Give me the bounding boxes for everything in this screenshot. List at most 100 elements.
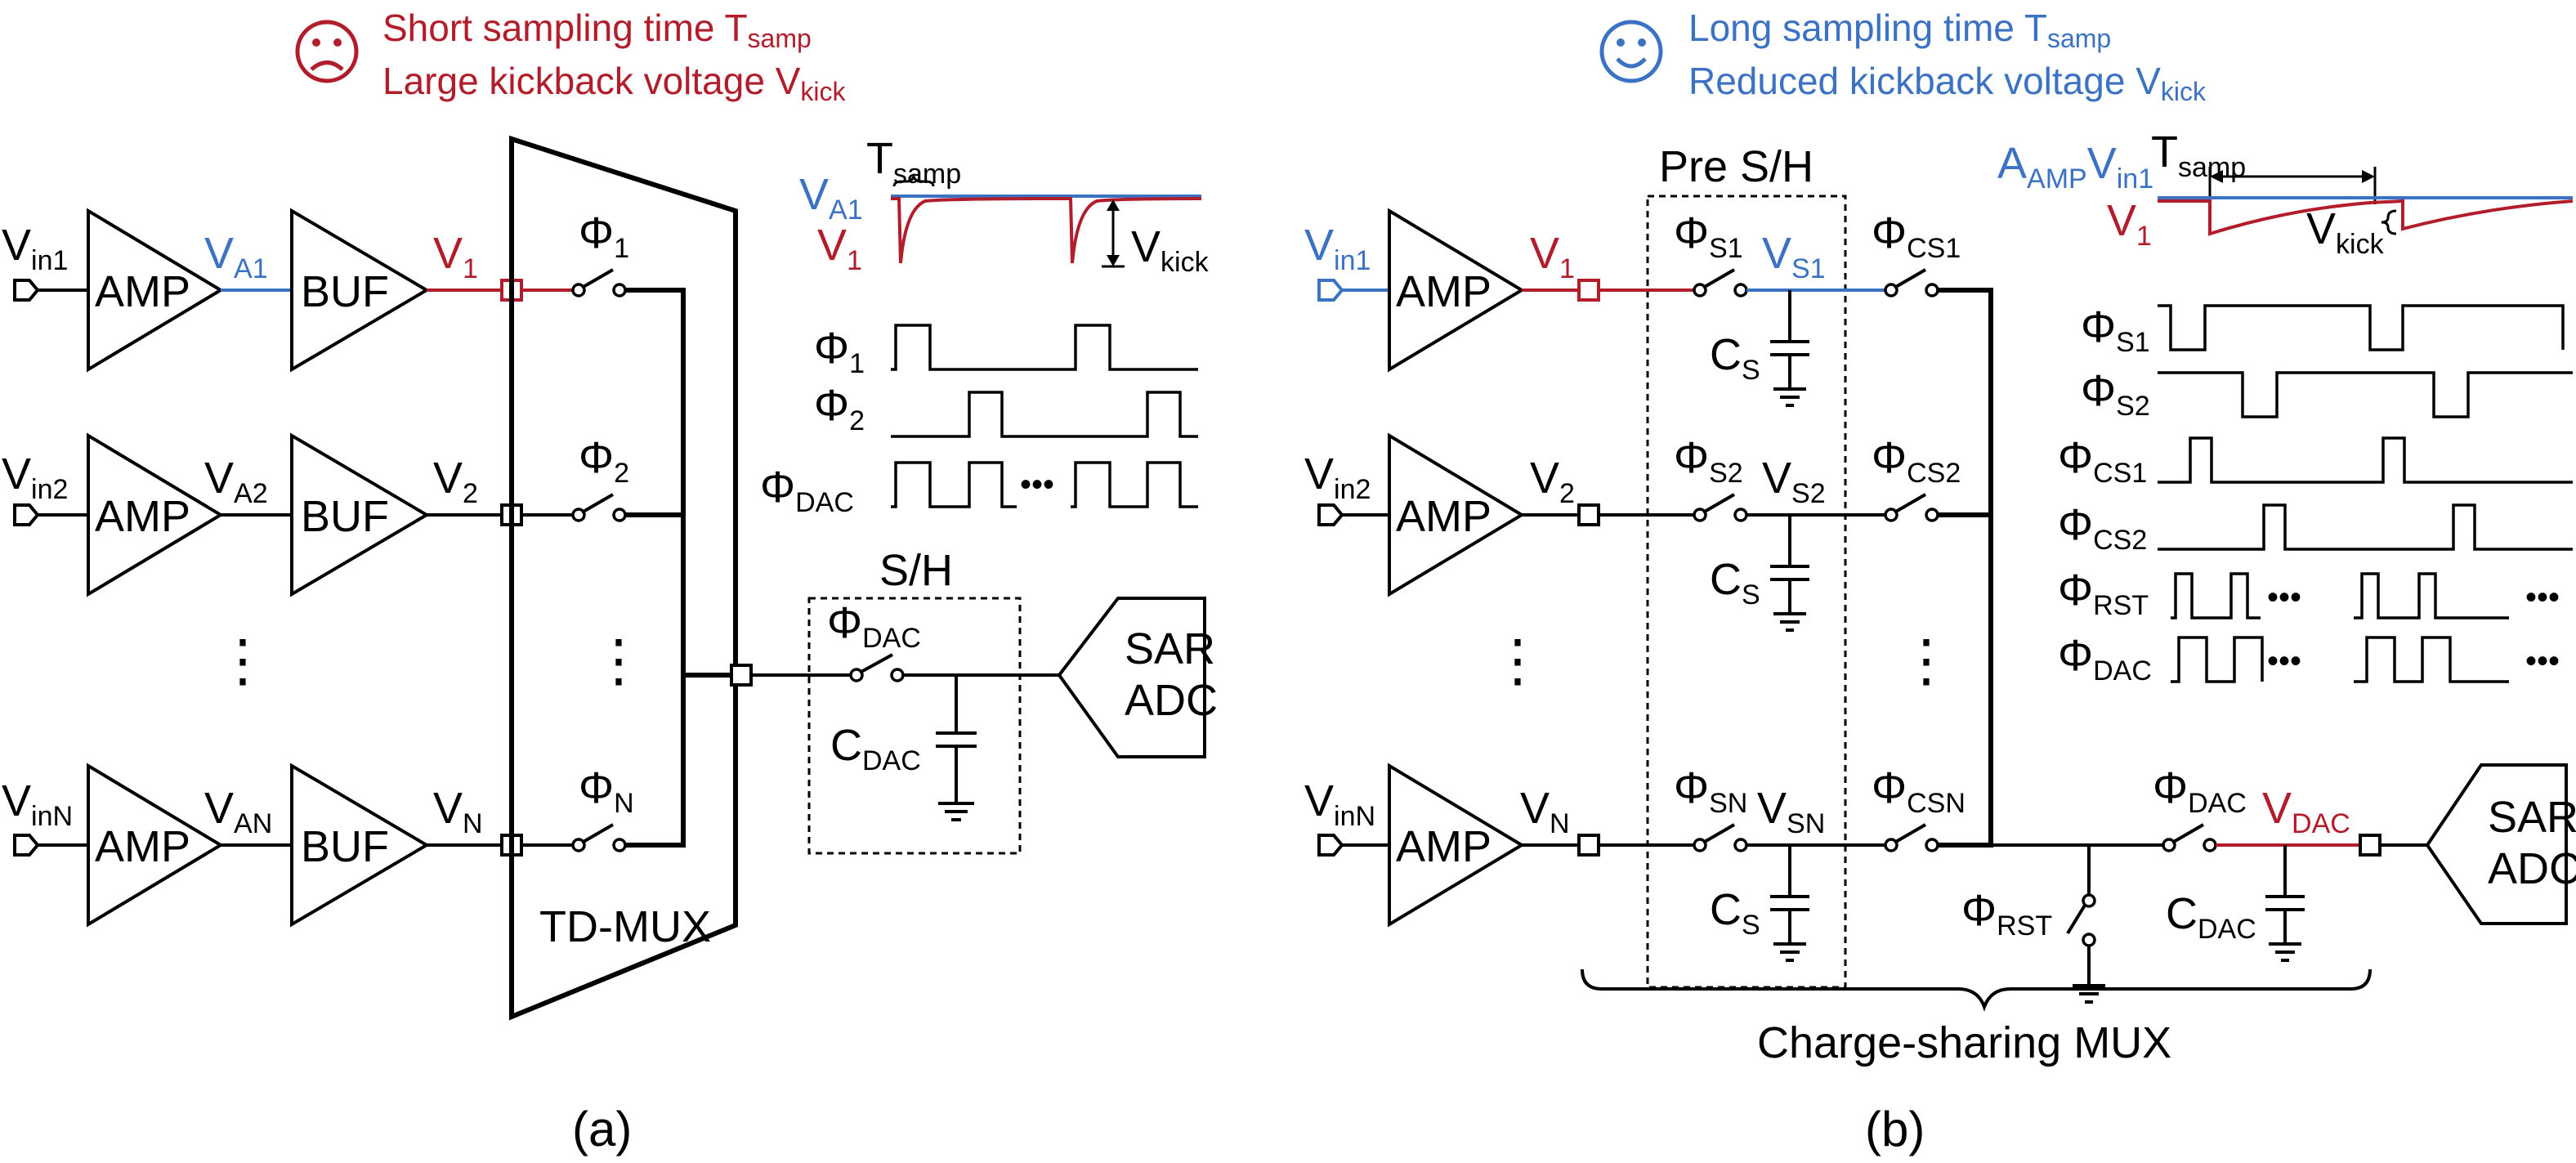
vdac-label: VDAC	[2262, 784, 2350, 839]
amp-label: AMP	[1396, 822, 1491, 871]
v1-label-b: V1	[1530, 229, 1575, 284]
phi1-label: Φ1	[579, 208, 629, 264]
charge-share-label: Charge-sharing MUX	[1757, 1018, 2171, 1067]
channel-a-1: Vin1 AMP VA1 BUF V1 Φ1	[2, 208, 683, 373]
tsamp-label-b: Tsamp	[2151, 127, 2246, 183]
phidac-trace-label-a: ΦDAC	[760, 463, 854, 518]
cs1-label: CS	[1710, 330, 1760, 386]
v2-label: V2	[433, 454, 478, 509]
timing-a: Tsamp VA1 V1 Vkick Φ1 Φ2 ΦDAC •••	[760, 134, 1210, 518]
port	[1577, 834, 1600, 857]
va2-label: VA2	[204, 454, 268, 509]
dots-amp-b: ⋮	[1489, 628, 1546, 692]
input-port-icon	[13, 503, 40, 526]
va1-label: VA1	[204, 229, 268, 284]
sar-label-b: SAR	[2488, 793, 2576, 842]
input-port-icon	[1317, 279, 1344, 302]
switch-phicsN	[1893, 823, 1927, 844]
amp-block	[1388, 763, 1525, 928]
switch-phics2	[1893, 493, 1927, 514]
phi2-trace-label: Φ2	[814, 381, 865, 436]
vin1-label: Vin1	[2, 221, 68, 276]
channel-a-n: VinN AMP VAN BUF VN ΦN	[2, 763, 683, 928]
switch-phidac-b	[2171, 823, 2205, 844]
switch-phis2	[1702, 493, 1736, 514]
vs2-label: VS2	[1762, 454, 1826, 509]
switch-phi2	[580, 493, 615, 514]
phics2-waveform	[2158, 503, 2573, 551]
phics1-trace-label: ΦCS1	[2058, 433, 2147, 489]
vin2-label-b: Vin2	[1304, 450, 1371, 505]
port	[1577, 279, 1600, 302]
switch-phi1	[580, 268, 615, 289]
phirst-trace-label: ΦRST	[2058, 566, 2149, 621]
buf-label: BUF	[301, 267, 389, 316]
vin1-label-b: Vin1	[1304, 221, 1371, 276]
channel-b-n: VinN AMP VN ΦSN VSN CS	[1304, 763, 1991, 962]
sar-adc-block-a	[1057, 597, 1206, 758]
vN-label-b: VN	[1520, 784, 1570, 839]
switch-phirst	[2066, 902, 2087, 935]
tsamp-label-a: Tsamp	[866, 134, 961, 190]
amp-label: AMP	[1396, 492, 1491, 541]
amp-block	[1388, 432, 1525, 597]
channel-b-1: Vin1 AMP V1 ΦS1 VS1 CS	[1304, 208, 1991, 407]
vinN-label-b: VinN	[1304, 776, 1375, 832]
v1-trace-label: V1	[817, 221, 862, 276]
phidac-waveform-a-2	[1071, 461, 1198, 508]
phidac-waveform-a-1	[891, 461, 1017, 508]
phidac-label-a: ΦDAC	[827, 598, 921, 654]
panel-b: Long sampling time Tsamp Reduced kickbac…	[1304, 7, 2576, 1156]
amp-block	[87, 763, 224, 928]
amp-label: AMP	[1396, 267, 1491, 316]
happy-face-icon	[1599, 20, 1663, 83]
amp-block	[87, 208, 224, 373]
cs2-label: CS	[1710, 555, 1760, 611]
phicsN-label: ΦCSN	[1872, 763, 1966, 819]
tsamp-brace-a	[892, 172, 935, 187]
phirst-ellipsis-2: •••	[2525, 579, 2560, 615]
vkick-brace-b	[2381, 209, 2397, 235]
adc-label-b: ADC	[2488, 844, 2576, 893]
switch-phisN	[1702, 823, 1736, 844]
vsN-label: VSN	[1757, 784, 1825, 839]
caption-a: (a)	[572, 1102, 632, 1156]
phi1-trace-label: Φ1	[814, 324, 865, 379]
phics2-label: ΦCS2	[1872, 433, 1961, 489]
vaN-label: VAN	[204, 784, 272, 839]
cdac-label-b: CDAC	[2166, 889, 2256, 945]
input-port-icon	[1317, 503, 1344, 526]
vkick-label-b: Vkick	[2306, 204, 2385, 260]
phidac-label-b: ΦDAC	[2153, 763, 2247, 819]
phidac-ellipsis-1: •••	[2267, 643, 2301, 679]
dots-switch-b: ⋮	[1898, 628, 1955, 692]
phis2-label: ΦS2	[1674, 433, 1743, 489]
pre-sh-title: Pre S/H	[1659, 142, 1813, 191]
phiN-label: ΦN	[579, 763, 634, 819]
charge-share-brace	[1581, 968, 2372, 1012]
header-a-line2: Large kickback voltage Vkick	[382, 60, 847, 106]
amp-block	[1388, 208, 1525, 373]
amp-label: AMP	[95, 822, 190, 871]
phis2-trace-label: ΦS2	[2081, 366, 2150, 422]
vkick-label-a: Vkick	[1131, 222, 1210, 278]
sh-box	[807, 597, 1022, 855]
adc-port	[2359, 834, 2381, 857]
phi1-waveform	[891, 324, 1198, 371]
vinN-label: VinN	[2, 776, 73, 832]
phirst-ellipsis-1: •••	[2267, 579, 2301, 615]
sar-label: SAR	[1125, 624, 1215, 673]
timing-b: AAMPVin1 Tsamp V1 Vkick ΦS1 ΦS2 ΦCS1 ΦCS…	[1997, 127, 2574, 687]
phis1-trace-label: ΦS1	[2081, 302, 2150, 358]
dots-amp: ⋮	[214, 628, 271, 692]
switch-phics1	[1893, 268, 1927, 289]
phidac-ellipsis-2: •••	[2525, 643, 2560, 679]
mux-output-port	[730, 664, 753, 687]
phi2-waveform	[891, 391, 1198, 438]
phirst-label: ΦRST	[1961, 886, 2052, 942]
buf-label: BUF	[301, 822, 389, 871]
v1-trace	[891, 196, 1202, 264]
caption-b: (b)	[1865, 1102, 1925, 1156]
